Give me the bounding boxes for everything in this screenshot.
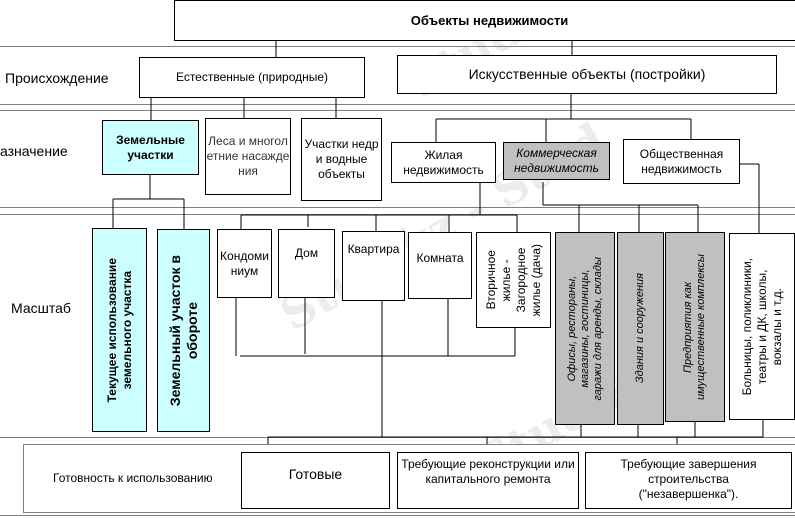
scale-land-turnover-box: Земельный участок в обороте <box>157 229 210 432</box>
row-divider <box>0 110 795 111</box>
scale-condominium-box: Кондоми ниум <box>217 229 272 298</box>
scale-secondary-label: Вторичное жилье - Загородное жилье (дача… <box>483 243 543 317</box>
origin-artificial-label: Искусственные объекты (постройки) <box>468 66 706 82</box>
row-divider <box>0 207 795 208</box>
readiness-unfinished-box: Требующие завершения строительства ("нез… <box>585 452 792 509</box>
purpose-land-box: Земельные участки <box>102 120 199 175</box>
scale-offices-box: Офисы, рестораны, магазины, гостиницы, г… <box>555 232 615 425</box>
scale-house-label: Дом <box>294 246 319 260</box>
row-label-readiness: Готовность к использованию <box>53 471 213 485</box>
readiness-ready-label: Готовые <box>288 466 343 482</box>
purpose-commercial-label: Коммерческая недвижимость <box>514 146 599 175</box>
row-label-origin: Происхождение <box>5 70 109 86</box>
origin-natural-label: Естественные (природные) <box>175 70 329 84</box>
readiness-ready-box: Готовые <box>241 452 390 509</box>
scale-land-current-box: Текущее использование земельного участка <box>92 228 147 432</box>
readiness-unfinished-label: Требующие завершения строительства ("нез… <box>620 457 757 501</box>
purpose-residential-box: Жилая недвижимость <box>391 142 496 183</box>
scale-room-label: Комната <box>416 251 464 265</box>
purpose-subsoil-box: Участки недр и водные объекты <box>301 118 382 201</box>
purpose-public-label: Общественная недвижимость <box>639 146 724 176</box>
readiness-reconstruction-box: Требующие реконструкции или капитального… <box>397 452 579 509</box>
row-divider <box>0 46 795 47</box>
scale-condominium-label: Кондоми ниум <box>220 248 269 278</box>
scale-enterprises-box: Предприятия как имущественные комплексы <box>665 232 725 422</box>
scale-buildings-box: Здания и сооружения <box>617 232 664 425</box>
purpose-residential-label: Жилая недвижимость <box>403 147 484 177</box>
origin-artificial-box: Искусственные объекты (постройки) <box>397 55 777 94</box>
scale-enterprises-label: Предприятия как имущественные комплексы <box>682 254 707 400</box>
scale-house-box: Дом <box>278 229 335 298</box>
scale-apartment-box: Квартира <box>342 231 405 301</box>
page-title: Объекты недвижимости <box>410 13 569 28</box>
purpose-subsoil-label: Участки недр и водные объекты <box>304 137 379 181</box>
row-divider <box>0 104 795 105</box>
origin-natural-box: Естественные (природные) <box>139 57 365 98</box>
scale-land-turnover-label: Земельный участок в обороте <box>166 254 200 407</box>
purpose-forests-label: Леса и многолетние насаждения <box>206 134 290 178</box>
scale-apartment-label: Квартира <box>347 242 400 256</box>
scale-room-box: Комната <box>408 232 472 299</box>
scale-public-objects-box: Больницы, поликлиники, театры и ДК, школ… <box>729 233 795 420</box>
purpose-commercial-box: Коммерческая недвижимость <box>503 142 610 180</box>
row-label-purpose: азначение <box>0 143 68 159</box>
scale-buildings-label: Здания и сооружения <box>634 273 646 384</box>
title-box: Объекты недвижимости <box>174 0 795 41</box>
row-label-scale: Масштаб <box>11 300 71 316</box>
scale-public-objects-label: Больницы, поликлиники, театры и ДК, школ… <box>739 257 784 396</box>
scale-offices-label: Офисы, рестораны, магазины, гостиницы, г… <box>565 256 604 401</box>
scale-land-current-label: Текущее использование земельного участка <box>104 257 134 403</box>
scale-secondary-box: Вторичное жилье - Загородное жилье (дача… <box>476 232 551 328</box>
purpose-land-label: Земельные участки <box>116 132 185 162</box>
row-divider <box>0 515 795 516</box>
readiness-reconstruction-label: Требующие реконструкции или капитального… <box>401 457 575 486</box>
purpose-forests-box: Леса и многолетние насаждения <box>205 118 291 195</box>
purpose-public-box: Общественная недвижимость <box>623 139 740 184</box>
